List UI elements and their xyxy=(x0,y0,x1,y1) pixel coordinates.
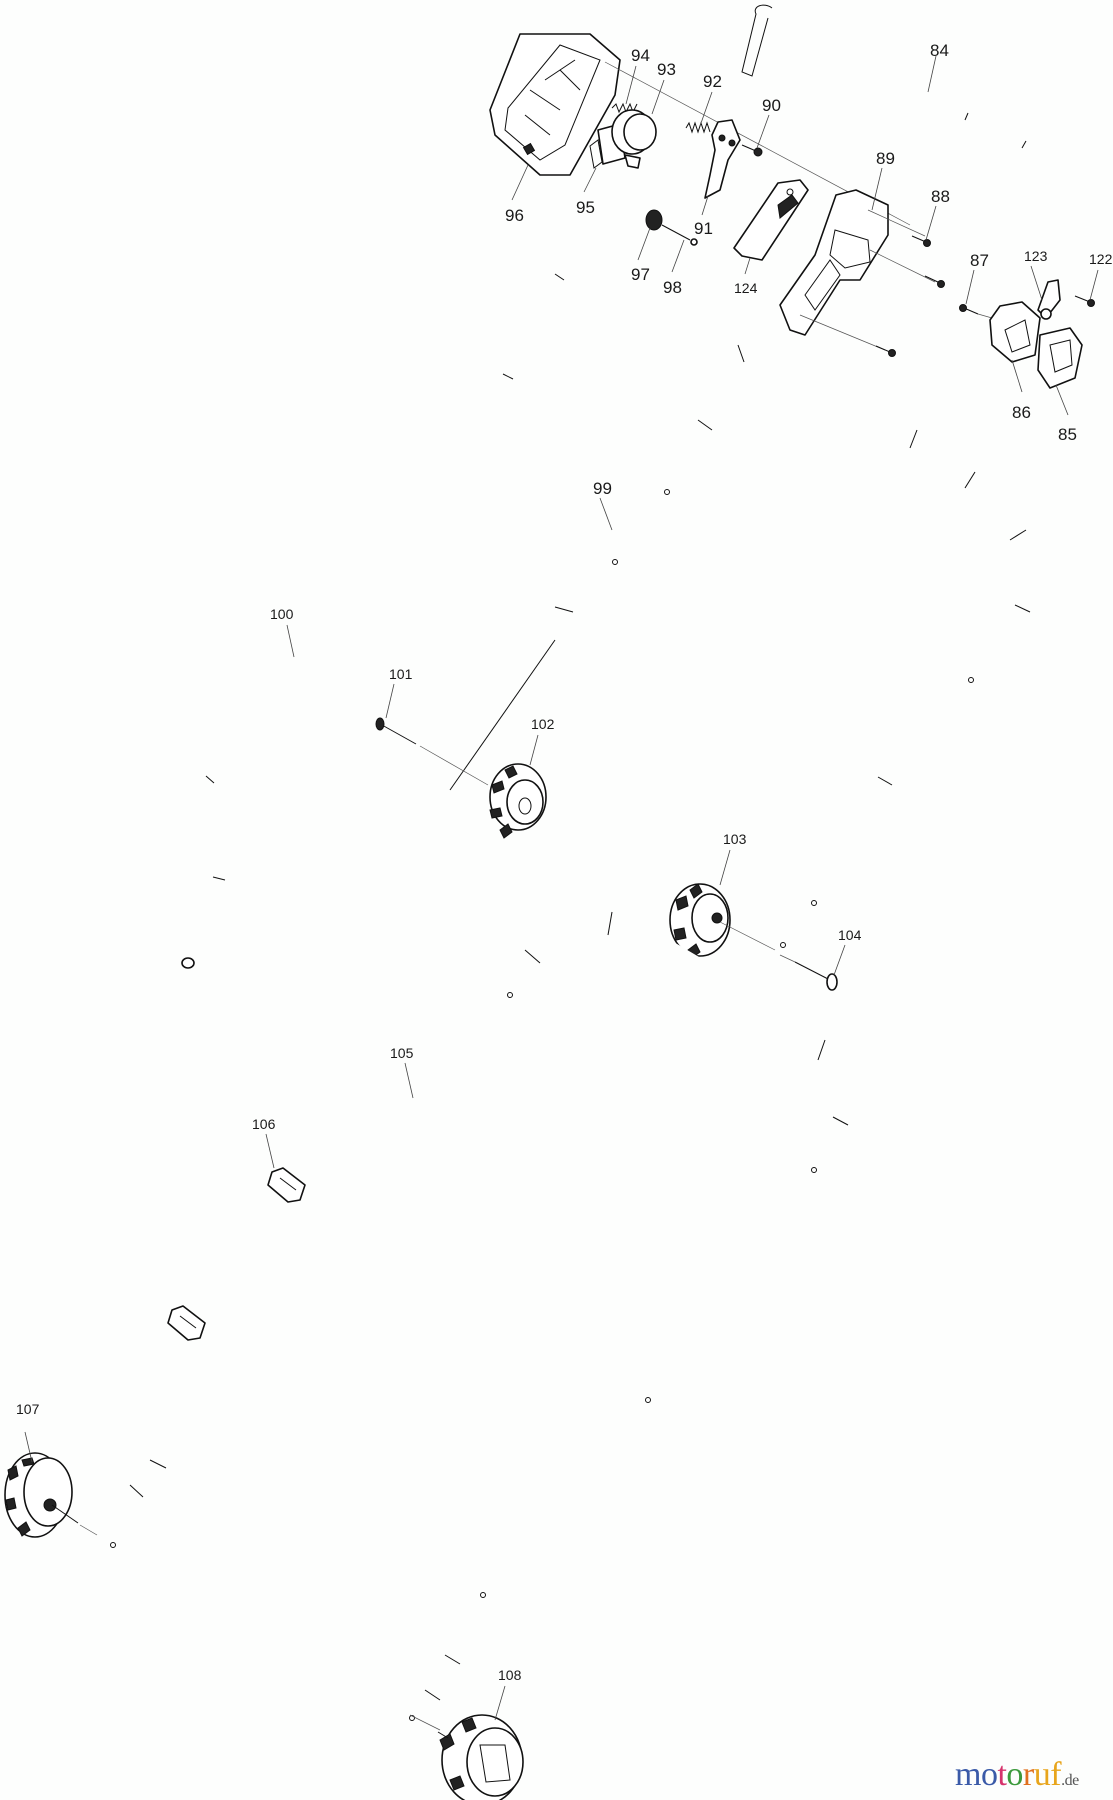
label-123: 123 xyxy=(1024,248,1048,264)
label-96: 96 xyxy=(505,206,524,225)
part-91-trigger-lever xyxy=(704,119,741,199)
label-108: 108 xyxy=(498,1667,522,1683)
label-98: 98 xyxy=(663,278,682,297)
label-106: 106 xyxy=(252,1116,276,1132)
watermark-letter: t xyxy=(997,1756,1007,1793)
label-84: 84 xyxy=(930,41,949,60)
part-100-rod xyxy=(171,189,625,973)
part-92-spring xyxy=(685,121,711,134)
part-122-screw xyxy=(1074,295,1095,307)
label-87: 87 xyxy=(970,251,989,270)
part-106-nut-upper xyxy=(267,1167,306,1203)
part-96-switch-housing xyxy=(489,33,621,176)
label-103: 103 xyxy=(723,831,747,847)
label-95: 95 xyxy=(576,198,595,217)
part-85-cap xyxy=(1037,327,1083,389)
part-99-upper-handle xyxy=(428,332,1042,987)
part-97-adjuster xyxy=(645,209,663,231)
part-124-switch-plate xyxy=(733,179,809,261)
watermark-letter: u xyxy=(1033,1756,1051,1793)
label-124: 124 xyxy=(734,280,758,296)
label-107: 107 xyxy=(16,1401,40,1417)
label-94: 94 xyxy=(631,46,650,65)
label-88: 88 xyxy=(931,187,950,206)
label-86: 86 xyxy=(1012,403,1031,422)
label-89: 89 xyxy=(876,149,895,168)
label-102: 102 xyxy=(531,716,555,732)
watermark-letter: o xyxy=(980,1756,998,1793)
watermark-letter: m xyxy=(955,1756,981,1793)
part-108-knob xyxy=(437,1714,524,1800)
leader-lines xyxy=(24,55,1099,1721)
label-97: 97 xyxy=(631,265,650,284)
part-98-screw xyxy=(661,224,698,246)
motoruf-watermark: motoruf.de xyxy=(955,1756,1079,1794)
part-123-link xyxy=(1037,279,1061,320)
part-84-cable xyxy=(741,4,1096,282)
part-102-knob xyxy=(489,763,547,839)
part-105-lower-handle xyxy=(75,899,864,1780)
part-87-screw xyxy=(959,304,979,315)
label-100: 100 xyxy=(270,606,294,622)
part-89-handle-bracket xyxy=(779,189,889,336)
watermark-letter: r xyxy=(1022,1756,1034,1793)
part-101-bolt xyxy=(375,717,417,745)
part-labels: 84 85 86 87 88 89 90 91 92 93 94 95 96 9… xyxy=(16,41,1113,1683)
label-91: 91 xyxy=(694,219,713,238)
label-93: 93 xyxy=(657,60,676,79)
label-101: 101 xyxy=(389,666,413,682)
part-93-button xyxy=(611,109,657,169)
part-104-bolt xyxy=(794,961,838,991)
label-85: 85 xyxy=(1058,425,1077,444)
part-90-screw xyxy=(741,144,763,157)
part-86-clamp xyxy=(989,301,1041,363)
label-104: 104 xyxy=(838,927,862,943)
part-103-knob xyxy=(669,883,731,959)
label-122: 122 xyxy=(1089,251,1113,267)
part-88-screws xyxy=(875,235,945,357)
label-92: 92 xyxy=(703,72,722,91)
watermark-letter: f xyxy=(1050,1756,1062,1793)
label-90: 90 xyxy=(762,96,781,115)
watermark-letter: o xyxy=(1006,1756,1023,1793)
label-99: 99 xyxy=(593,479,612,498)
label-105: 105 xyxy=(390,1045,414,1061)
watermark-tld: .de xyxy=(1061,1772,1079,1789)
part-106-nut-lower xyxy=(167,1305,206,1341)
part-107-knob xyxy=(4,1452,79,1538)
